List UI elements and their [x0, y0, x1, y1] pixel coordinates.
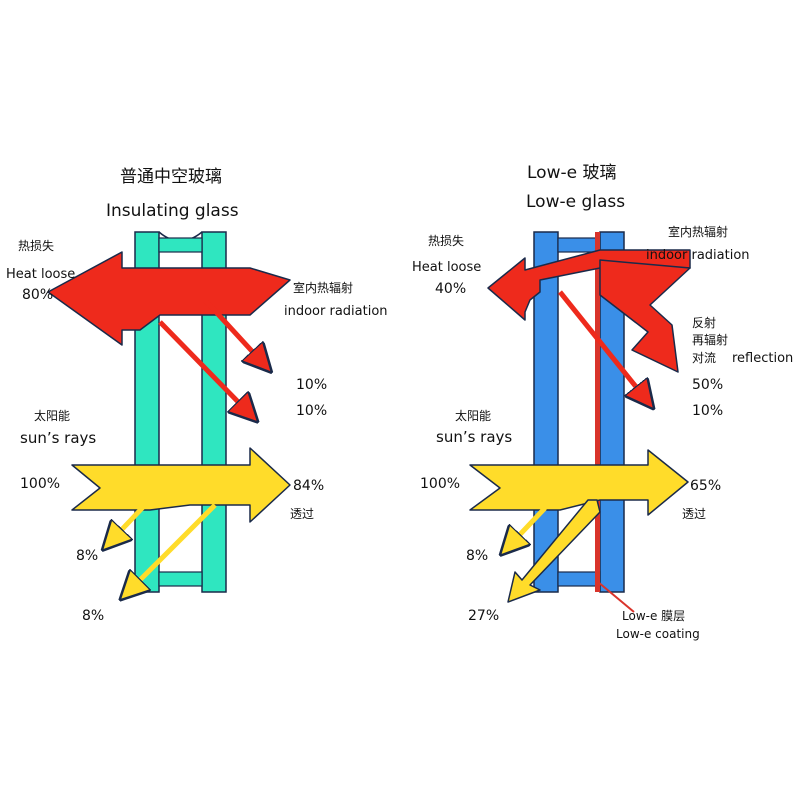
left-heat-pct: 80% [22, 287, 53, 303]
right-sun-pct: 100% [420, 476, 460, 492]
right-title-cn: Low-e 玻璃 [527, 163, 616, 183]
left-refl-pct-2: 8% [82, 608, 104, 624]
left-sun-cn: 太阳能 [34, 408, 70, 423]
right-title-en: Low-e glass [526, 192, 625, 212]
right-rad-pct-2: 10% [692, 403, 723, 419]
lowe-reflection-arrow [599, 259, 691, 373]
lowe-reflection-arrow-1 [510, 506, 547, 545]
right-refl-en: reflection [732, 351, 793, 366]
left-refl-pct-1: 8% [76, 548, 98, 564]
coating-label-en: Low-e coating [616, 627, 700, 641]
right-rad-pct-1: 50% [692, 377, 723, 393]
left-trans-cn: 透过 [290, 507, 314, 521]
insulating-glass-panel: 普通中空玻璃 Insulating glass 热损失 Heat loose 8… [6, 167, 388, 624]
heat-loss-arrow [47, 251, 291, 346]
left-rad-pct-2: 10% [296, 403, 327, 419]
right-sun-en: sun’s rays [436, 428, 512, 446]
sun-rays-arrow [71, 447, 291, 523]
lowe-sun-rays-arrow [469, 449, 689, 516]
left-rad-pct-1: 10% [296, 377, 327, 393]
radiation-arrow-1 [203, 298, 262, 362]
left-title-en: Insulating glass [106, 201, 239, 221]
reflection-arrow-2 [130, 503, 217, 590]
right-refl-cn-3: 对流 [692, 351, 716, 365]
right-refl-pct-1: 8% [466, 548, 488, 564]
left-indoor-en: indoor radiation [284, 304, 388, 319]
lowe-coating-layer [595, 232, 600, 592]
right-heat-en: Heat loose [412, 260, 481, 275]
radiation-arrow-2 [158, 320, 248, 412]
right-sun-cn: 太阳能 [455, 408, 491, 423]
lowe-glass-panel: Low-e 玻璃 Low-e glass 热损失 Heat loose 40% … [412, 163, 793, 641]
reflection-arrow-1 [112, 503, 147, 540]
coating-label-cn: Low-e 膜层 [622, 609, 685, 623]
left-heat-cn: 热损失 [18, 238, 54, 253]
left-sun-pct: 100% [20, 476, 60, 492]
right-trans-cn: 透过 [682, 507, 706, 521]
right-refl-cn-1: 反射 [692, 315, 716, 330]
right-refl-pct-2: 27% [468, 608, 499, 624]
lowe-reflection-arrow-2 [507, 499, 601, 603]
right-heat-pct: 40% [435, 281, 466, 297]
left-trans-pct: 84% [293, 478, 324, 494]
right-heat-cn: 热损失 [428, 233, 464, 248]
left-heat-en: Heat loose [6, 267, 75, 282]
right-refl-cn-2: 再辐射 [692, 332, 728, 347]
coating-pointer [597, 581, 635, 613]
right-trans-pct: 65% [690, 478, 721, 494]
left-sun-en: sun’s rays [20, 429, 96, 447]
left-title-cn: 普通中空玻璃 [120, 167, 222, 187]
right-indoor-cn: 室内热辐射 [668, 224, 728, 239]
right-indoor-en: indoor radiation [646, 248, 750, 263]
left-indoor-cn: 室内热辐射 [293, 280, 353, 295]
lowe-radiation-arrow [558, 290, 645, 398]
